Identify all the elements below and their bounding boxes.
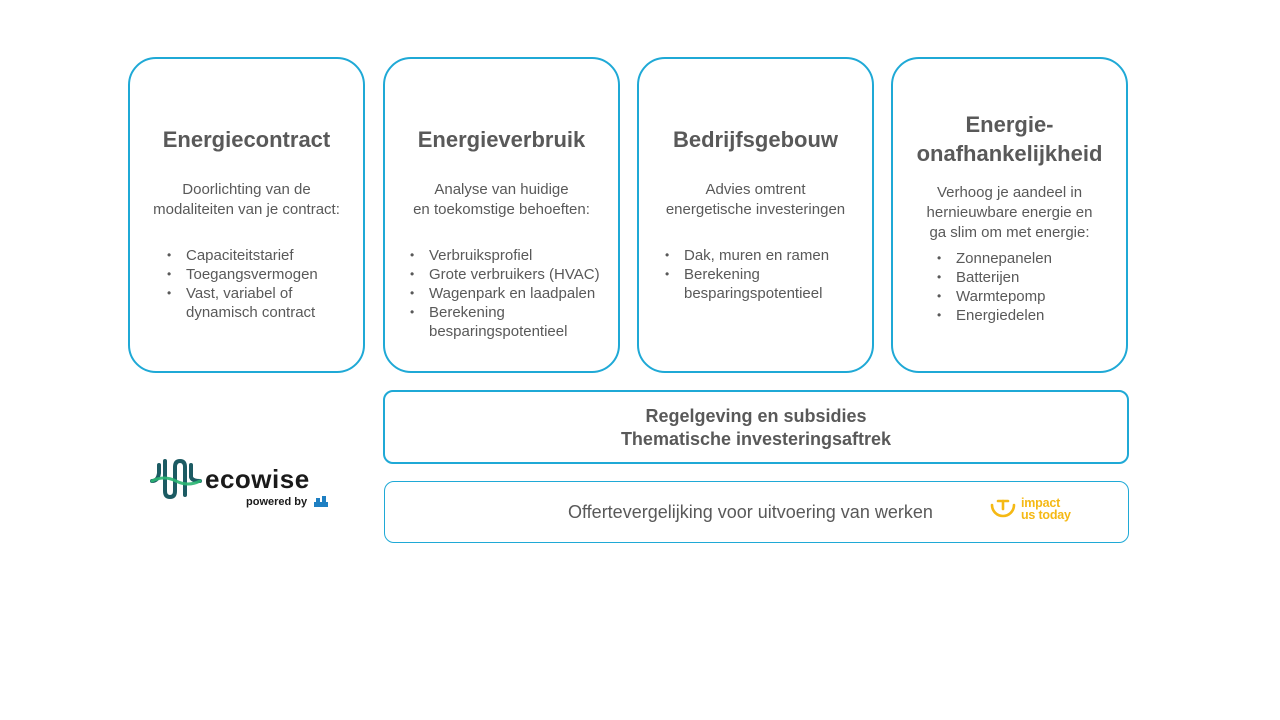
card-description-line: energetische investeringen <box>665 201 846 218</box>
powered-by-label: powered by <box>246 496 308 508</box>
offerte-box: Offertevergelijking voor uitvoering van … <box>384 481 1129 543</box>
impact-logo-line: us today <box>1021 508 1071 522</box>
regelgeving-box: Regelgeving en subsidies Thematische inv… <box>383 390 1129 464</box>
card-description-line: hernieuwbare energie en <box>926 204 1093 221</box>
list-item-continuation: besparingspotentieel <box>429 323 568 340</box>
card-description: Verhoog je aandeel in hernieuwbare energ… <box>899 183 1120 243</box>
card-description-line: modaliteiten van je contract: <box>153 201 340 218</box>
list-item: Capaciteitstarief <box>167 246 318 265</box>
card-title-line: Energiecontract <box>162 127 331 152</box>
regelgeving-line: Thematische investeringsaftrek <box>620 429 892 449</box>
card-description: Doorlichting van de modaliteiten van je … <box>136 180 357 220</box>
list-item-continuation: dynamisch contract <box>186 304 316 321</box>
card-title-line: Energieverbruik <box>417 127 586 152</box>
regelgeving-line: Regelgeving en subsidies <box>645 406 867 426</box>
card-description-line: en toekomstige behoeften: <box>413 201 590 218</box>
partner-mark-icon <box>314 496 328 507</box>
impact-logo-line: impact <box>1021 496 1061 510</box>
offerte-label: Offertevergelijking voor uitvoering van … <box>568 502 933 522</box>
card-description: Advies omtrent energetische investeringe… <box>645 180 866 220</box>
ecowise-wordmark: ecowise <box>205 464 310 494</box>
list-item: Vast, variabel of <box>167 284 318 303</box>
card-description: Analyse van huidige en toekomstige behoe… <box>391 180 612 220</box>
card-description-line: Advies omtrent <box>705 181 806 198</box>
card-title-line: Bedrijfsgebouw <box>672 127 838 152</box>
list-item: Warmtepomp <box>937 287 1052 306</box>
list-item: Toegangsvermogen <box>167 265 318 284</box>
list-item: Grote verbruikers (HVAC) <box>410 265 600 284</box>
card-description-line: ga slim om met energie: <box>929 224 1090 241</box>
card-title: Energiecontract <box>130 125 363 154</box>
card-bullet-list: Zonnepanelen Batterijen Warmtepomp Energ… <box>937 249 1052 325</box>
impact-us-today-logo: impact us today <box>989 495 1079 525</box>
card-title: Energieverbruik <box>385 125 618 154</box>
ecowise-logo: ecowise powered by <box>150 455 340 515</box>
card-energie-onafhankelijkheid: Energie- onafhankelijkheid Verhoog je aa… <box>891 57 1128 373</box>
list-item: Zonnepanelen <box>937 249 1052 268</box>
card-title: Energie- onafhankelijkheid <box>893 110 1126 168</box>
card-title: Bedrijfsgebouw <box>639 125 872 154</box>
card-description-line: Verhoog je aandeel in <box>936 184 1083 201</box>
card-title-line: Energie- <box>965 112 1054 137</box>
card-description-line: Doorlichting van de <box>182 181 311 198</box>
impact-logo-text: impact us today <box>1021 496 1071 522</box>
list-item: Batterijen <box>937 268 1052 287</box>
list-item: Dak, muren en ramen <box>665 246 829 265</box>
ecowise-wave-icon <box>150 458 202 500</box>
list-item-continuation: besparingspotentieel <box>684 285 823 302</box>
card-bullet-list: Verbruiksprofiel Grote verbruikers (HVAC… <box>410 246 600 341</box>
list-item: Verbruiksprofiel <box>410 246 600 265</box>
list-item: Energiedelen <box>937 306 1052 325</box>
card-title-line: onafhankelijkheid <box>916 141 1103 166</box>
card-energiecontract: Energiecontract Doorlichting van de moda… <box>128 57 365 373</box>
card-bullet-list: Dak, muren en ramen Berekening besparing… <box>665 246 829 303</box>
card-bedrijfsgebouw: Bedrijfsgebouw Advies omtrent energetisc… <box>637 57 874 373</box>
card-energieverbruik: Energieverbruik Analyse van huidige en t… <box>383 57 620 373</box>
list-item: Berekening <box>665 265 829 284</box>
card-bullet-list: Capaciteitstarief Toegangsvermogen Vast,… <box>167 246 318 322</box>
list-item: Berekening <box>410 303 600 322</box>
card-description-line: Analyse van huidige <box>434 181 569 198</box>
impact-smile-icon <box>990 499 1016 518</box>
list-item: Wagenpark en laadpalen <box>410 284 600 303</box>
